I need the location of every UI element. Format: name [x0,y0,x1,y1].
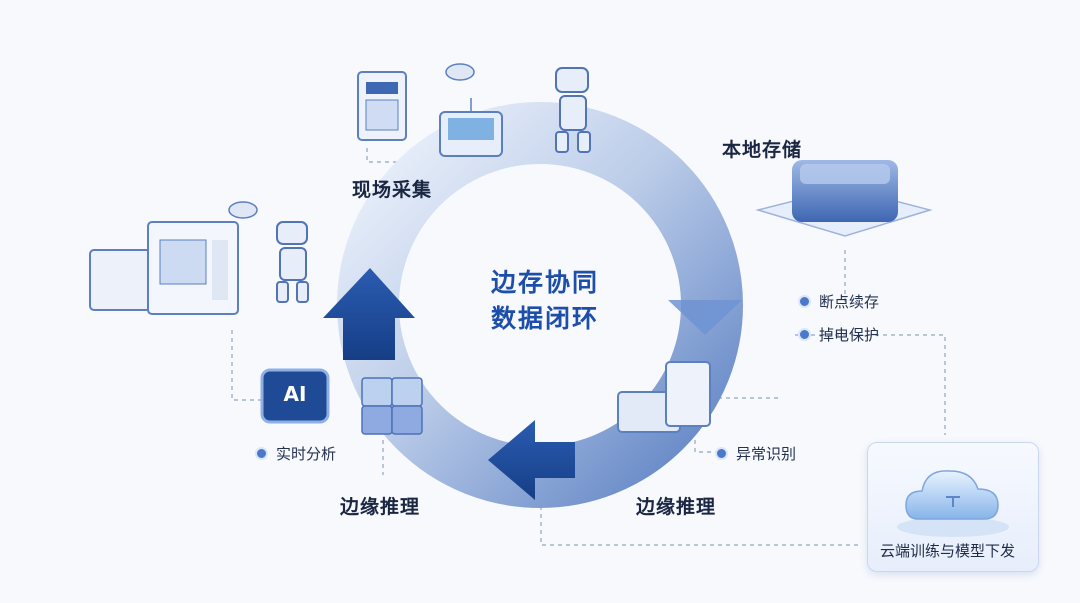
sensor-box-icon [439,98,503,157]
cloud-label: 云端训练与模型下发 [880,542,1016,560]
loop-arrow-right [668,300,742,335]
drone-icon [228,63,475,219]
bullet-dot [798,328,811,341]
ai-chip-icon [260,368,330,424]
dashed-connectors [231,148,946,546]
connector-cloud-down [540,490,860,546]
loop-arrow-bottom [488,420,575,500]
stage-collect-label: 现场采集 [352,179,433,201]
center-title: 边存协同 数据闭环 [470,265,620,337]
stage-infer-right-label: 边缘推理 [636,496,717,518]
storage-box-icon [755,160,933,237]
bullet-dot [798,295,811,308]
bullet-dot [255,447,268,460]
bullet-dot [715,447,728,460]
server-cabinet-icon [357,71,407,141]
connector-ai [231,330,262,401]
edge-device-icon [617,361,711,433]
feature-anomaly: 异常识别 [715,443,796,464]
cloud-icon [897,470,1009,537]
loop-arrow-left [323,268,415,360]
cube-block-icon [361,377,423,435]
feature-resume: 断点续存 [798,291,879,312]
ai-chip-label: AI [283,382,307,406]
robot-icon [276,67,591,303]
cloud-card [867,442,1039,572]
center-title-line1: 边存协同 [490,268,599,297]
feature-resume-text: 断点续存 [819,293,880,311]
feature-realtime-text: 实时分析 [276,445,337,463]
connector-anomaly [694,440,718,453]
center-title-line2: 数据闭环 [490,304,599,333]
feature-realtime: 实时分析 [255,443,336,464]
feature-anomaly-text: 异常识别 [736,445,797,463]
feature-power-protect-text: 掉电保护 [819,326,880,344]
feature-power-protect: 掉电保护 [798,324,879,345]
stage-infer-left-label: 边缘推理 [340,496,421,518]
factory-machine-icon [89,221,239,315]
stage-storage-label: 本地存储 [722,139,803,161]
connector-cloud-up [795,334,946,435]
